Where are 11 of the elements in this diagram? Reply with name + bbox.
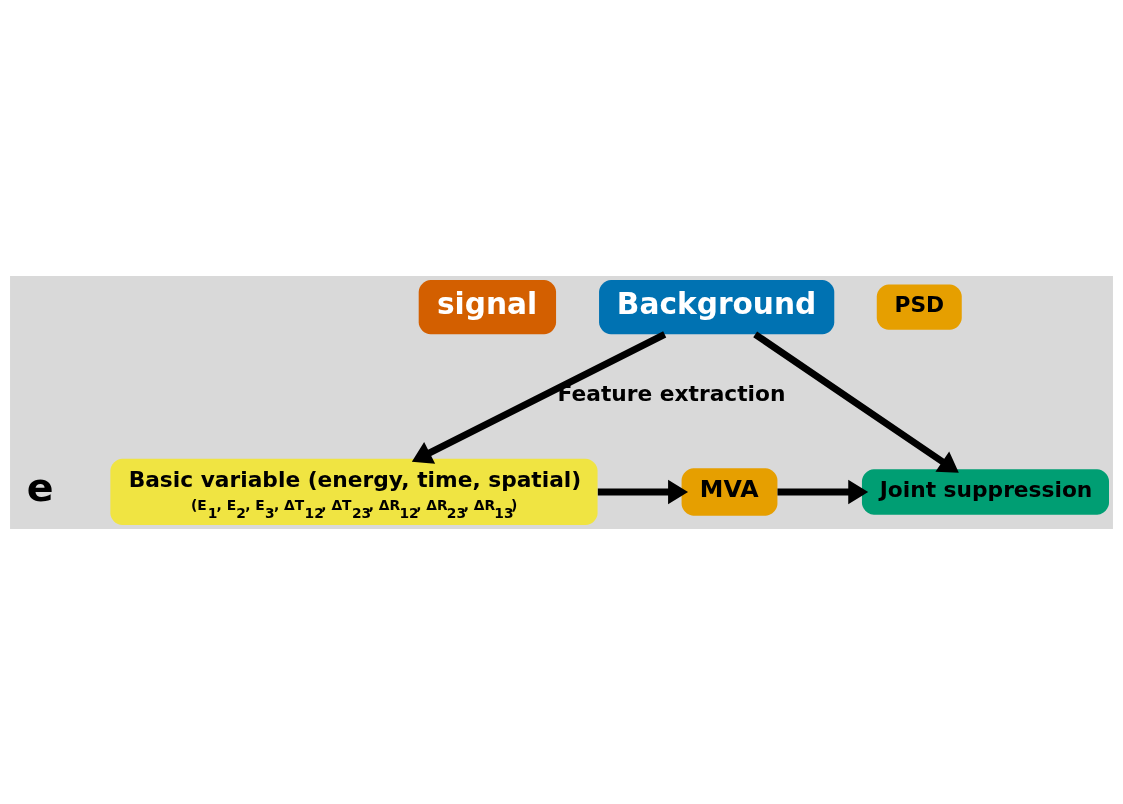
node-box: PSD xyxy=(876,283,962,330)
label: e xyxy=(26,463,54,510)
node-box: Joint suppression xyxy=(861,468,1109,515)
node-box: signal xyxy=(418,279,557,334)
node-box: Background xyxy=(599,279,835,334)
arrow xyxy=(753,330,959,473)
arrow xyxy=(777,479,869,504)
arrow xyxy=(411,330,667,464)
arrow xyxy=(597,479,689,504)
edge-label: Feature extraction xyxy=(557,380,786,406)
node-box: MVA xyxy=(681,467,778,516)
